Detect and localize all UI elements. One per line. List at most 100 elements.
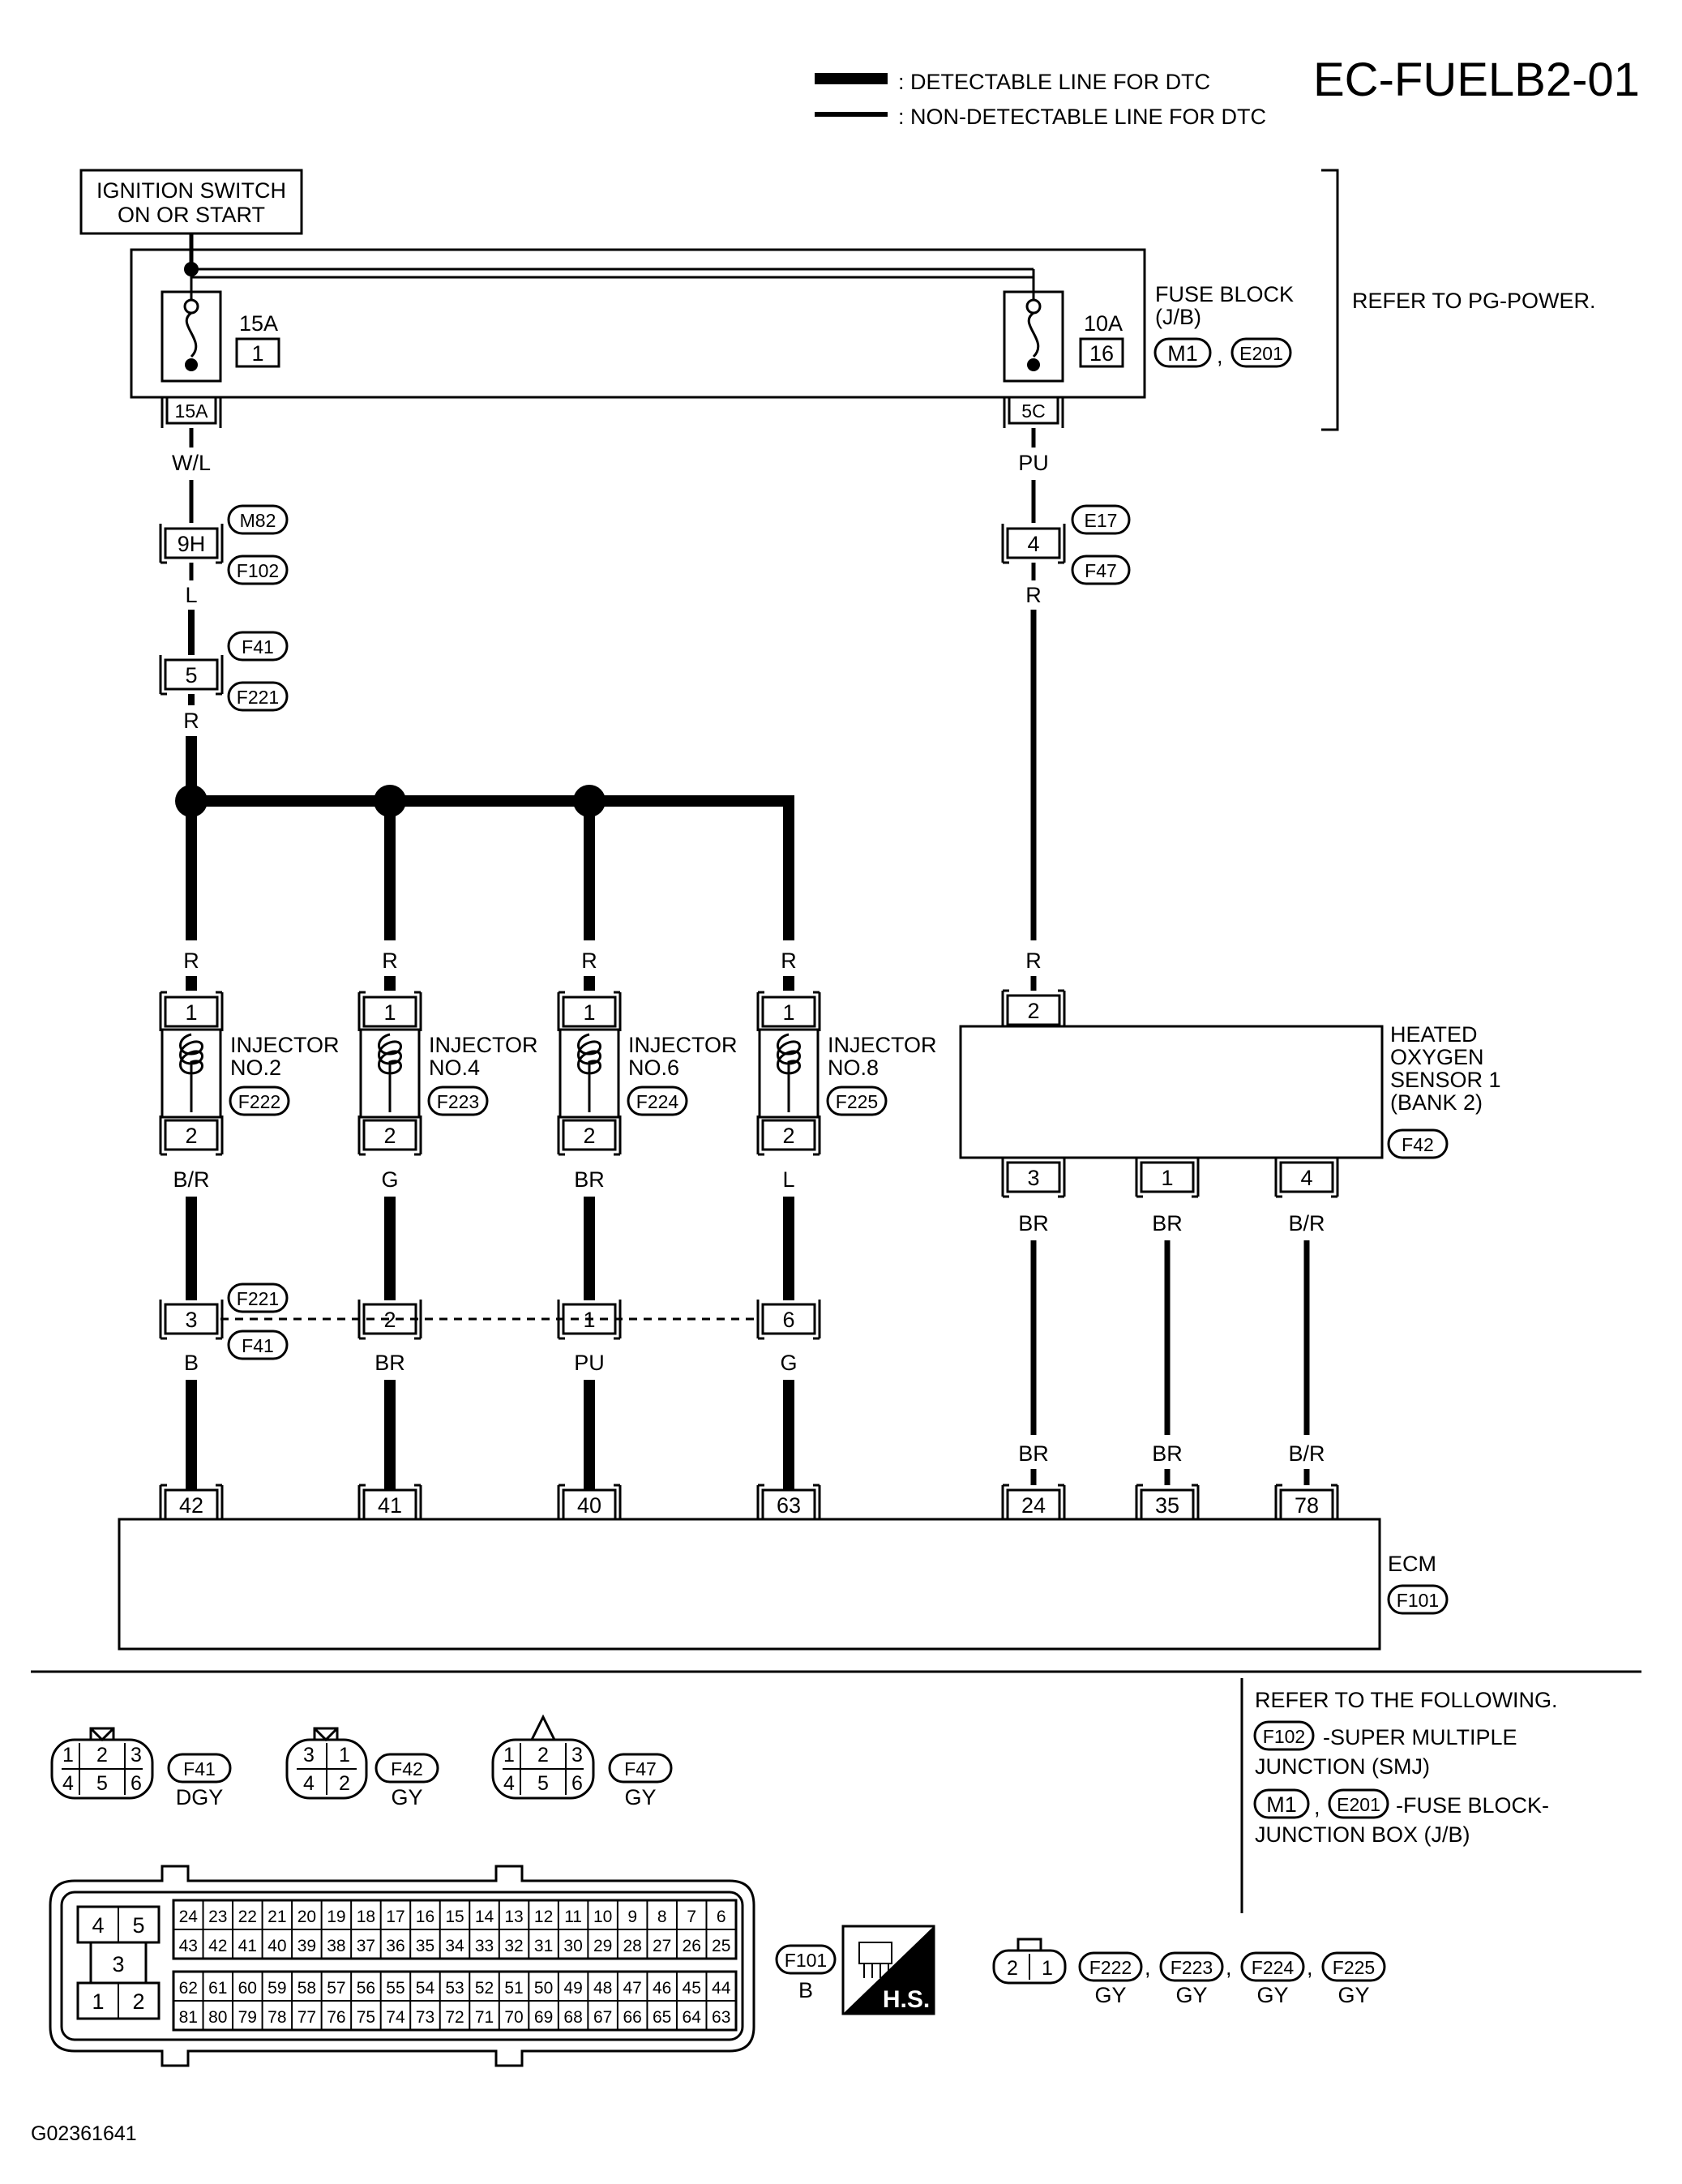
refer-box: REFER TO THE FOLLOWING. F102 -SUPER MULT… (1253, 1688, 1558, 1847)
comma: , (1145, 1955, 1151, 1980)
sensor-output-2: 1BRBR35O2SFR (1131, 1158, 1204, 1548)
f101-pin: 46 (653, 1979, 671, 1998)
fuse-block-jb-label: (J/B) (1155, 305, 1201, 329)
f101-pin: 45 (683, 1979, 701, 1998)
injector-conn: F225 (836, 1091, 878, 1112)
refer-f102-text1: -SUPER MULTIPLE (1323, 1725, 1517, 1749)
f101-pin: 31 (534, 1937, 553, 1955)
f101-pin: 59 (267, 1979, 286, 1998)
wire-color-ecm: BR (1018, 1441, 1049, 1466)
f101-left-pin-5: 5 (132, 1913, 144, 1938)
f101-pin: 55 (386, 1979, 404, 1998)
f41-color: DGY (176, 1785, 224, 1809)
sensor-output-1: 3BRBR24O2HFR (996, 1158, 1071, 1548)
f101-pin: 73 (416, 2008, 434, 2027)
sensor-pin-2: 2 (1027, 999, 1039, 1023)
inj-face-color: GY (1094, 1983, 1126, 2007)
f47-pin-2: 2 (537, 1744, 549, 1766)
f101-pin: 30 (563, 1937, 582, 1955)
f101-pin: 74 (386, 2008, 405, 2027)
inj-face-pin-2: 2 (1007, 1957, 1018, 1980)
refer-e201: E201 (1337, 1794, 1380, 1815)
f101-pin: 16 (416, 1908, 434, 1926)
wire-color-low: B (184, 1351, 199, 1375)
f47-color: GY (624, 1785, 656, 1809)
f101-pin: 52 (475, 1979, 494, 1998)
ecm-pin: 41 (378, 1493, 402, 1518)
fuse-right-number: 16 (1089, 341, 1114, 366)
f101-pin: 58 (297, 1979, 316, 1998)
legend-detectable-label: : DETECTABLE LINE FOR DTC (898, 70, 1210, 94)
f101-pin: 21 (267, 1908, 286, 1926)
f101-pin: 75 (357, 2008, 375, 2027)
f101-pin: 63 (712, 2008, 730, 2027)
injector-pin-bottom: 2 (383, 1124, 396, 1148)
wire-color: B/R (1288, 1211, 1325, 1235)
wire-color-r-right: R (1025, 583, 1042, 607)
f101-pin: 68 (563, 2008, 582, 2027)
f101-pin: 56 (357, 1979, 375, 1998)
f101-pin: 66 (623, 2008, 641, 2027)
wire-color-wl: W/L (172, 451, 211, 475)
f101-pin: 33 (475, 1937, 494, 1955)
f101-pin: 19 (327, 1908, 345, 1926)
refer-m1: M1 (1266, 1792, 1297, 1817)
wire-color-ecm: BR (1152, 1441, 1183, 1466)
wire-color: BR (1152, 1211, 1183, 1235)
f101-pin: 15 (445, 1908, 464, 1926)
f47-pin-1: 1 (503, 1744, 515, 1766)
conn-e17: E17 (1085, 510, 1118, 531)
ignition-line1: IGNITION SWITCH (96, 178, 286, 203)
wire-color-low: BR (374, 1351, 405, 1375)
refer-fb-text2: JUNCTION BOX (J/B) (1255, 1822, 1470, 1847)
refer-pg-power: REFER TO PG-POWER. (1352, 289, 1596, 313)
f101-pin: 37 (357, 1937, 375, 1955)
f101-pin: 51 (504, 1979, 523, 1998)
f101-pin: 17 (386, 1908, 404, 1926)
f42-color: GY (391, 1785, 422, 1809)
hs-label: H.S. (883, 1986, 930, 2013)
sensor-label-3: SENSOR 1 (1390, 1068, 1501, 1092)
f41-pin-2: 2 (96, 1744, 108, 1766)
injector-pin-top: 1 (383, 1000, 396, 1025)
injector-number: NO.6 (628, 1056, 679, 1080)
f101-pin: 70 (504, 2008, 523, 2027)
f42-id: F42 (391, 1758, 423, 1779)
diagram-title: EC-FUELB2-01 (1313, 54, 1640, 106)
ecm-pin: 42 (179, 1493, 203, 1518)
f101-pin: 7 (687, 1908, 696, 1926)
wire-color-top: R (581, 949, 597, 973)
injector-conn: F222 (238, 1091, 280, 1112)
injector-conn: F224 (636, 1091, 679, 1112)
legend-non-detectable-label: : NON-DETECTABLE LINE FOR DTC (898, 105, 1266, 129)
injectors: R12INJECTORNO.2F222B/R3B42INJ#2R12INJECT… (159, 949, 937, 1548)
f47-id: F47 (624, 1758, 657, 1779)
f41-id: F41 (183, 1758, 216, 1779)
f101-pin: 38 (327, 1937, 345, 1955)
inj-face-color: GY (1256, 1983, 1288, 2007)
inj-face-id: F225 (1333, 1957, 1375, 1978)
legend: : DETECTABLE LINE FOR DTC : NON-DETECTAB… (815, 70, 1266, 129)
f101-id: F101 (785, 1950, 827, 1971)
joint-pin: 6 (782, 1308, 794, 1332)
inj-face-id: F223 (1171, 1957, 1213, 1978)
f101-pin: 64 (683, 2008, 702, 2027)
f101-pin: 29 (593, 1937, 612, 1955)
inj-face-pin-1: 1 (1042, 1957, 1053, 1980)
inj-face-id: F222 (1089, 1957, 1132, 1978)
sensor-label-1: HEATED (1390, 1022, 1478, 1047)
fuse-right-rating: 10A (1084, 311, 1123, 336)
injector-name: INJECTOR (429, 1033, 538, 1057)
sensor-pin: 3 (1027, 1166, 1039, 1190)
f101-pin: 14 (475, 1908, 494, 1926)
sensor-pin: 4 (1300, 1166, 1312, 1190)
injector-name: INJECTOR (828, 1033, 937, 1057)
wire-color-pu: PU (1018, 451, 1049, 475)
refer-fb-text1: -FUSE BLOCK- (1396, 1793, 1549, 1818)
connector-pin-5: 5 (185, 663, 197, 687)
f101-pin: 71 (475, 2008, 494, 2027)
injector-pin-top: 1 (583, 1000, 595, 1025)
comma: , (1217, 344, 1223, 368)
joint-conn-f41: F41 (242, 1335, 274, 1356)
inj-face-color: GY (1337, 1983, 1369, 2007)
